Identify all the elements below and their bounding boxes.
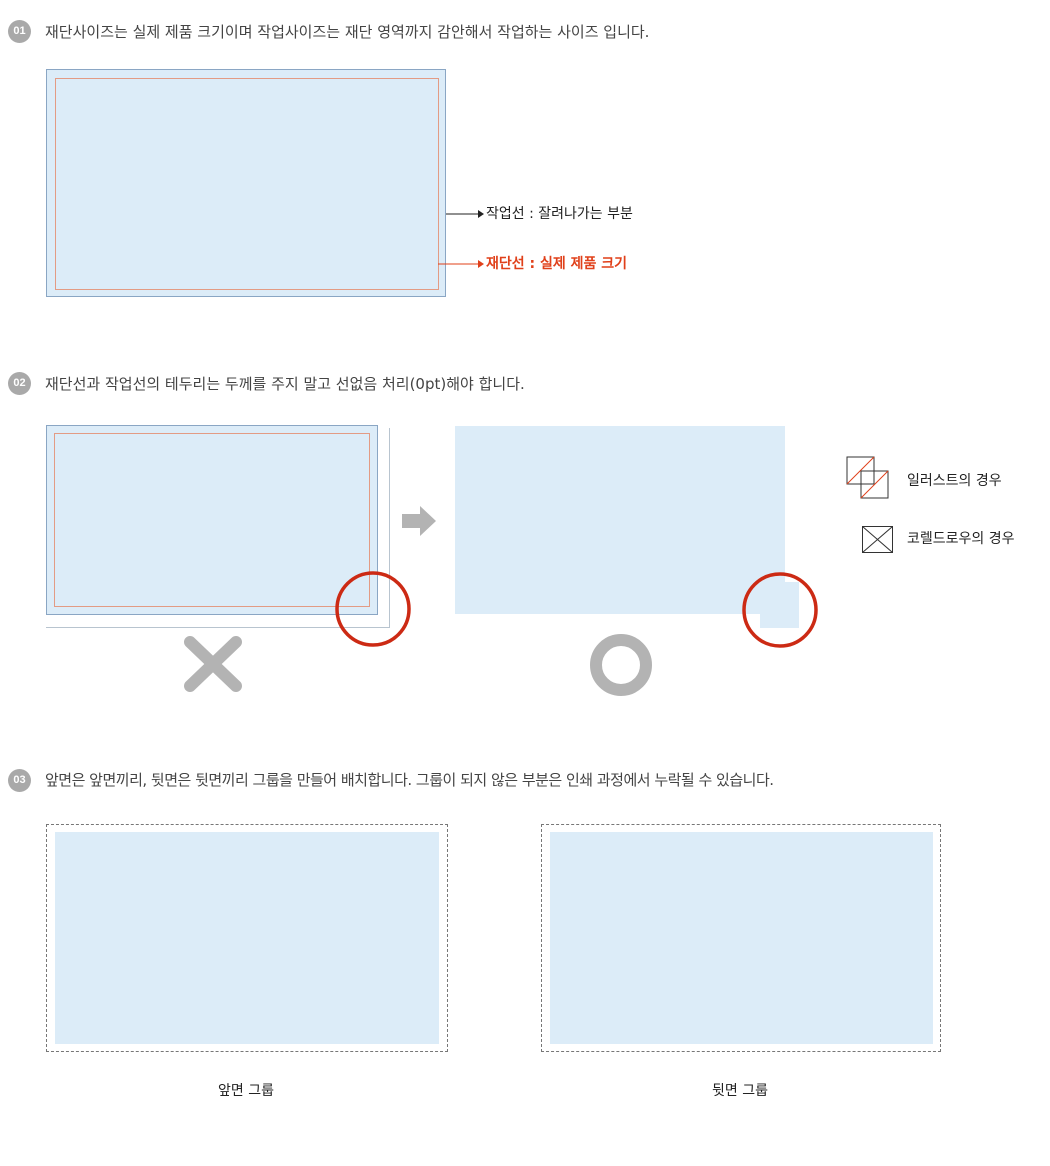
cut-line-label: 재단선 : 실제 제품 크기 — [486, 256, 628, 272]
correct-example-corner-bottom — [760, 614, 799, 628]
right-arrow-icon — [402, 506, 436, 536]
o-mark-icon — [590, 634, 652, 696]
step-description: 앞면은 앞면끼리, 뒷면은 뒷면끼리 그룹을 만들어 배치합니다. 그룹이 되지… — [45, 771, 774, 789]
back-group-card — [550, 832, 933, 1044]
step-number-badge: 02 — [8, 372, 31, 395]
wrong-example-box — [46, 425, 378, 615]
back-group-frame — [541, 824, 941, 1052]
illustrator-line-icon — [846, 456, 889, 499]
x-mark-icon — [184, 636, 242, 692]
step-number-badge: 01 — [8, 20, 31, 43]
highlight-circle — [742, 572, 818, 648]
step-description: 재단사이즈는 실제 제품 크기이며 작업사이즈는 재단 영역까지 감안해서 작업… — [45, 23, 650, 41]
cut-line-arrow — [438, 260, 484, 268]
highlight-circle — [335, 571, 411, 647]
work-line-label: 작업선 : 잘려나가는 부분 — [486, 206, 633, 222]
cut-line-box — [55, 78, 439, 290]
front-group-card — [55, 832, 439, 1044]
wrong-example-shadow-edge — [46, 428, 390, 628]
work-line-arrow — [446, 210, 484, 218]
step-description: 재단선과 작업선의 테두리는 두께를 주지 말고 선없음 처리(0pt)해야 합… — [45, 375, 525, 393]
legend-coreldraw-label: 코렐드로우의 경우 — [907, 531, 1015, 547]
work-size-box — [46, 69, 446, 297]
step-number-badge: 03 — [8, 769, 31, 792]
correct-example-box — [455, 426, 785, 614]
legend-illustrator-label: 일러스트의 경우 — [907, 473, 1002, 489]
back-group-caption: 뒷면 그룹 — [712, 1083, 768, 1099]
front-group-frame — [46, 824, 448, 1052]
wrong-example-cut-line — [54, 433, 370, 607]
coreldraw-line-icon — [862, 526, 893, 553]
front-group-caption: 앞면 그룹 — [218, 1083, 274, 1099]
